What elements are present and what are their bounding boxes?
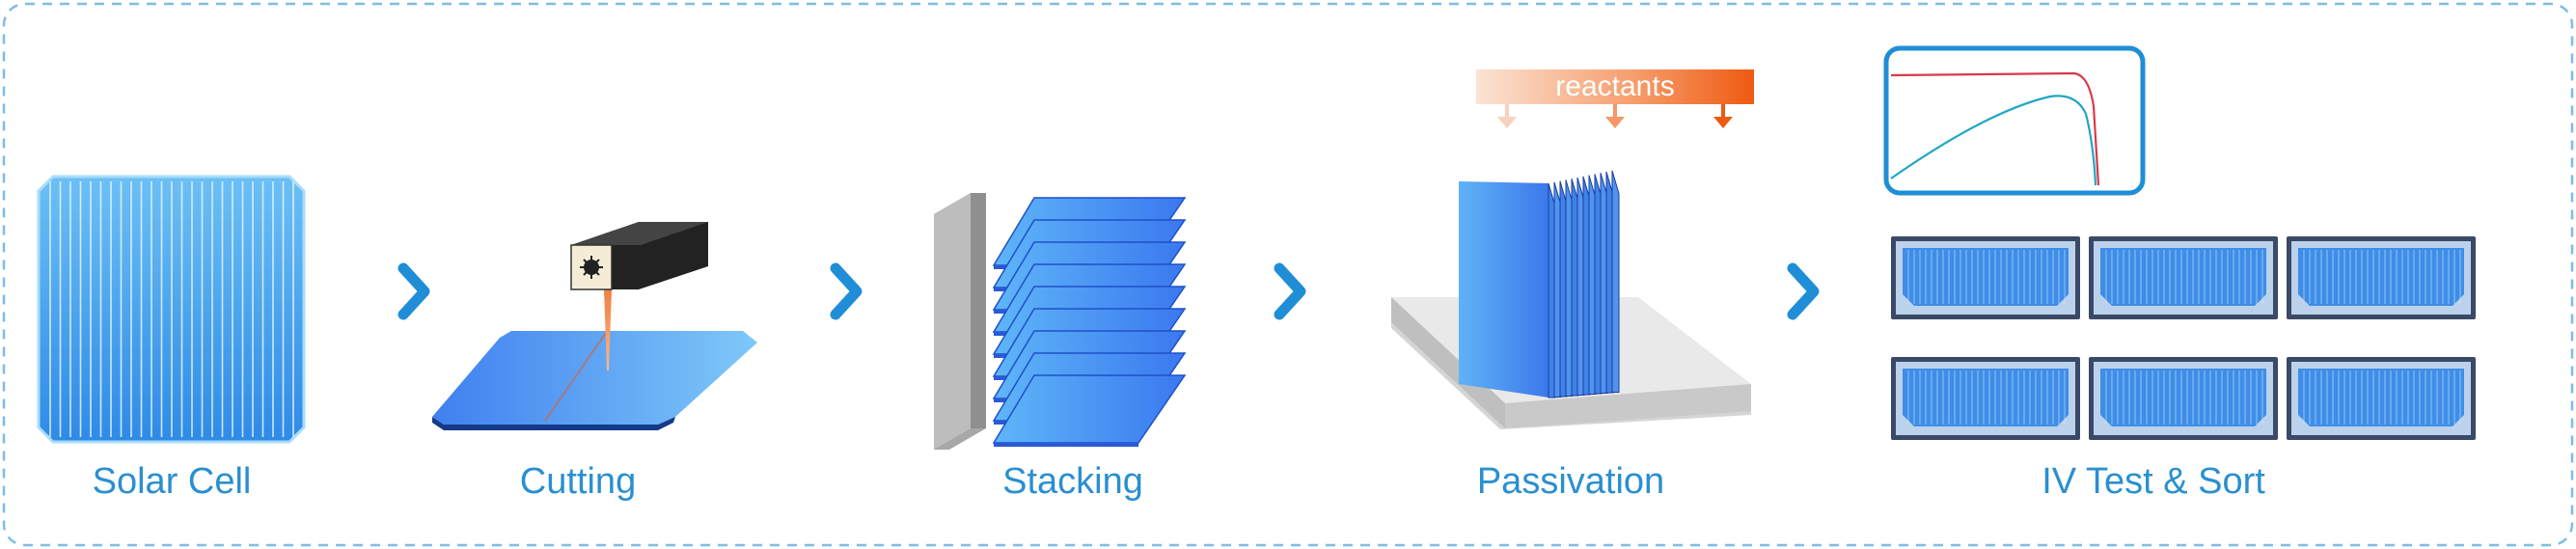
reactant-arrows (1497, 104, 1733, 128)
reactants-bar (1476, 69, 1754, 104)
chevron-right-icon (1787, 262, 1820, 320)
iv-curve-chart (1883, 45, 2146, 196)
iv-test-sort-icon (1883, 45, 2476, 440)
pv-curve-line (1890, 95, 2097, 186)
step-label-passivation: Passivation (1476, 461, 1665, 502)
solar-cell-icon (37, 175, 306, 444)
chevron-right-icon (397, 262, 430, 320)
passivation-chamber-icon (1391, 69, 1754, 429)
reactants-label: reactants (1555, 70, 1675, 102)
laser-cutter-icon (432, 222, 757, 430)
iv-curve-line (1890, 71, 2100, 186)
chevron-right-icon (1274, 262, 1306, 320)
stacked-cells-icon (934, 193, 1187, 450)
chevron-right-icon (830, 262, 863, 320)
step-label-stacking: Stacking (1002, 461, 1143, 502)
step-label-solar-cell: Solar Cell (92, 461, 252, 502)
step-label-cutting: Cutting (519, 461, 637, 502)
step-label-iv-test-sort: IV Test & Sort (2042, 461, 2265, 502)
